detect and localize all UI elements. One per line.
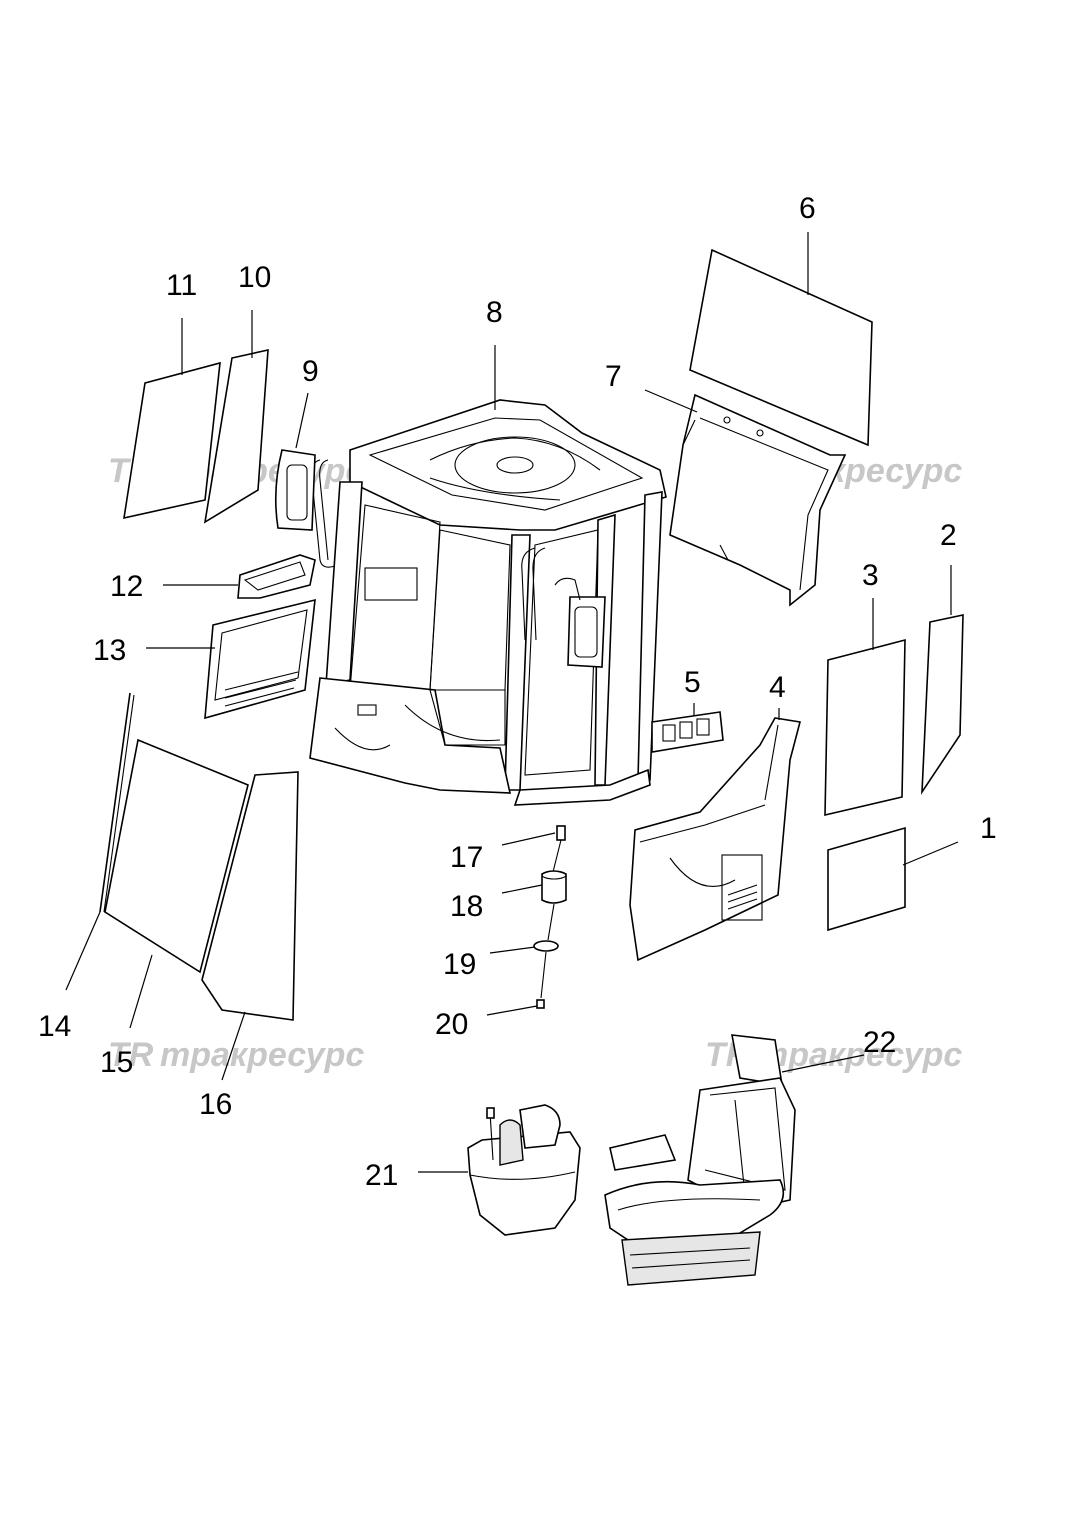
- leader-line-15: [129, 954, 153, 1029]
- part-20-nut: [536, 999, 545, 1009]
- part-2-side-glass: [921, 614, 964, 795]
- callout-3: 3: [862, 559, 879, 592]
- part-22-operator-seat: [604, 1034, 796, 1286]
- leader-line-17: [501, 832, 556, 846]
- callout-20: 20: [435, 1008, 468, 1041]
- callout-10: 10: [238, 261, 271, 294]
- leader-lines: [65, 232, 959, 1173]
- part-11-side-glass: [123, 361, 221, 520]
- part-14-glass-strip: [99, 692, 131, 913]
- leader-line-14: [65, 911, 101, 991]
- callout-13: 13: [93, 634, 126, 667]
- part-15-front-glass: [104, 738, 249, 974]
- callout-1: 1: [980, 812, 997, 845]
- callout-5: 5: [684, 666, 701, 699]
- callout-9: 9: [302, 355, 319, 388]
- callout-16: 16: [199, 1088, 232, 1121]
- part-17-bolt: [556, 825, 566, 841]
- part-5-panel: [651, 711, 724, 753]
- part-9-mirror: [274, 449, 316, 531]
- callout-numbers: 1 2 3 4 5 6 7 8 9 10 11 12 13 14 15 16 1…: [38, 192, 997, 1192]
- stack-axis-line: [540, 951, 547, 999]
- watermark-logo-mark: TR: [108, 1036, 154, 1074]
- callout-6: 6: [799, 192, 816, 225]
- callout-8: 8: [486, 296, 503, 329]
- callout-22: 22: [863, 1026, 896, 1059]
- part-10-side-glass: [203, 348, 269, 524]
- leader-line-18: [501, 884, 543, 894]
- stack-axis-line: [547, 903, 555, 941]
- stack-axis-line: [552, 839, 562, 873]
- part-12-trim-bracket: [237, 554, 316, 599]
- callout-15: 15: [100, 1046, 133, 1079]
- watermark-text: трaкресурс: [160, 1036, 364, 1074]
- part-13-vent-panel: [204, 598, 316, 720]
- leader-line-22: [781, 1054, 865, 1073]
- callout-7: 7: [605, 360, 622, 393]
- leader-line-19: [489, 946, 536, 954]
- part-18-bushing: [541, 870, 567, 904]
- callout-19: 19: [443, 948, 476, 981]
- callout-17: 17: [450, 841, 483, 874]
- leader-line-9: [295, 392, 309, 449]
- leader-line-1: [902, 841, 959, 866]
- leader-line-7: [644, 389, 698, 413]
- part-6-rear-glass: [689, 248, 873, 447]
- callout-2: 2: [940, 519, 957, 552]
- part-7-rear-panel: [669, 393, 847, 607]
- part-16-door-glass: [201, 771, 299, 1021]
- cab-right-mirror: [554, 577, 606, 668]
- part-8-cab-frame: [309, 399, 667, 806]
- watermark-text: трaкресурс: [758, 1036, 962, 1074]
- part-19-washer: [533, 940, 559, 952]
- part-3-side-glass: [824, 638, 906, 817]
- callout-4: 4: [769, 671, 786, 704]
- part-4-side-console: [629, 717, 801, 962]
- part-14-glass-strip-edge: [103, 694, 135, 913]
- part-21-joystick-console: [467, 1104, 581, 1236]
- leader-line-20: [486, 1005, 538, 1016]
- callout-12: 12: [110, 570, 143, 603]
- callout-18: 18: [450, 890, 483, 923]
- callout-14: 14: [38, 1010, 71, 1043]
- callout-21: 21: [365, 1159, 398, 1192]
- watermark-bottom-left: TR трaкресурс: [108, 1036, 364, 1074]
- leader-line-16: [221, 1011, 246, 1081]
- callout-11: 11: [166, 269, 197, 302]
- part-1-small-glass: [827, 826, 906, 932]
